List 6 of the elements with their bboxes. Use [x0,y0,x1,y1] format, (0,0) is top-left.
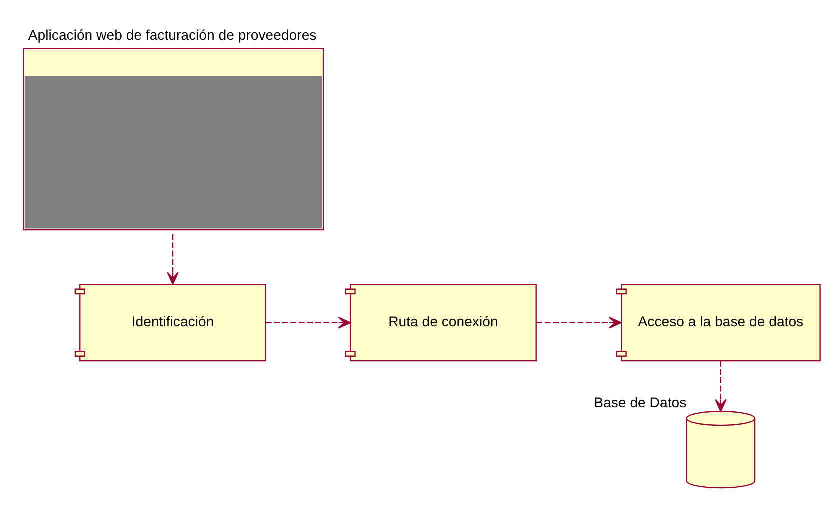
node-label: Aplicación web de facturación de proveedores [28,27,316,44]
arrow [166,234,178,285]
arrow [714,361,726,412]
arrow [536,317,622,329]
node-label: Base de Datos [594,394,686,411]
arrow [265,317,351,329]
